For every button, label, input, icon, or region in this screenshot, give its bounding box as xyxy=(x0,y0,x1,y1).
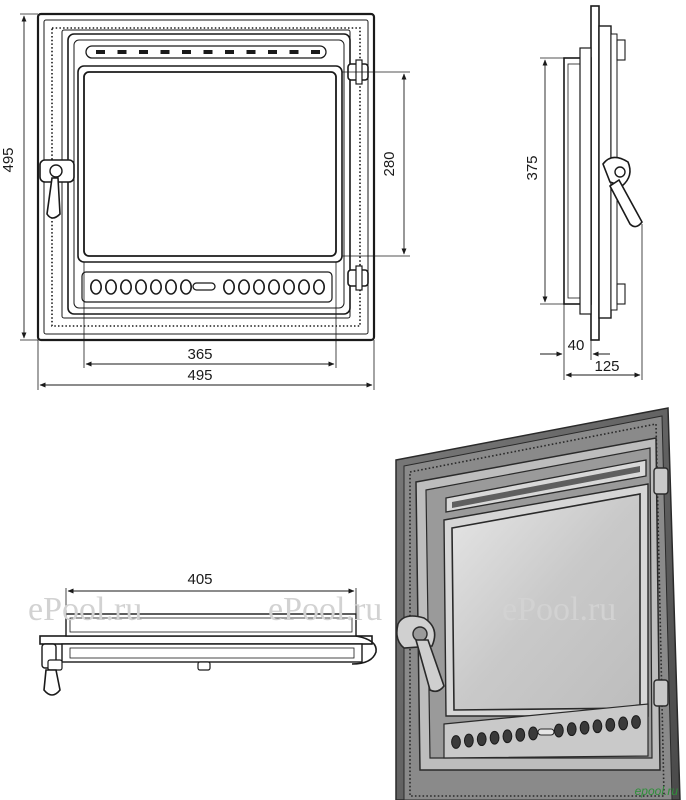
vent-oval xyxy=(297,279,310,295)
vent-slot xyxy=(203,50,213,54)
vent-slot xyxy=(225,50,234,54)
glass-width-label: 365 xyxy=(187,346,212,363)
render-vent-oval xyxy=(566,722,577,737)
render-top-hinge xyxy=(653,467,669,495)
render-handle xyxy=(396,615,445,693)
side-total-depth-label: 125 xyxy=(594,358,619,375)
render-vent-oval xyxy=(618,716,629,731)
perspective-render xyxy=(395,407,681,800)
render-vent-oval xyxy=(515,727,526,742)
render-vent-oval xyxy=(592,719,603,734)
render-vent-oval xyxy=(476,732,487,747)
watermark-1: ePool.ru xyxy=(28,591,142,628)
vent-oval xyxy=(223,279,236,295)
render-vent-oval xyxy=(502,729,513,744)
vent-slot xyxy=(289,50,299,54)
top-width-label: 405 xyxy=(187,571,212,588)
top-handle xyxy=(41,643,63,696)
vent-slot xyxy=(96,50,105,54)
render-bottom-hinge xyxy=(653,679,669,707)
front-view: 495 280 365 495 xyxy=(0,12,410,390)
render-vent-oval xyxy=(605,717,616,732)
render-vent-oval xyxy=(528,726,539,741)
vent-oval xyxy=(282,279,295,295)
top-vent-slots xyxy=(96,50,320,54)
vent-oval xyxy=(267,279,280,295)
vent-slot xyxy=(268,50,277,54)
render-vent-oval xyxy=(553,723,564,738)
front-height-label: 495 xyxy=(0,147,17,172)
render-vent-ovals xyxy=(451,715,641,749)
render-vent-oval xyxy=(451,735,461,749)
render-vent-oval xyxy=(463,733,474,748)
vent-slot xyxy=(139,50,148,54)
bottom-vent-ovals xyxy=(90,279,325,295)
front-width-label: 495 xyxy=(187,367,212,384)
vent-oval xyxy=(253,279,266,295)
vent-slot xyxy=(311,50,320,54)
render-vent-oval xyxy=(631,715,641,729)
vent-oval xyxy=(120,279,133,295)
glass-height-label: 280 xyxy=(381,151,398,176)
watermark-2: ePool.ru xyxy=(268,591,382,628)
vent-oval xyxy=(180,279,193,295)
vent-slot xyxy=(160,50,170,54)
front-glass xyxy=(83,71,337,257)
vent-oval xyxy=(105,279,118,295)
render-vent-slider xyxy=(537,728,555,736)
render-vent-oval xyxy=(489,730,500,745)
side-view: 375 40 125 xyxy=(524,5,643,380)
top-view: 405 xyxy=(39,571,377,696)
site-logo: epool.ru xyxy=(635,784,679,798)
side-handle xyxy=(602,156,643,228)
render-vent-oval xyxy=(579,720,590,735)
render-dotted-border xyxy=(409,423,665,797)
vent-oval xyxy=(135,279,148,295)
vent-oval xyxy=(312,279,325,295)
vent-oval xyxy=(238,279,251,295)
vent-oval xyxy=(90,279,103,295)
vent-slot xyxy=(182,50,191,54)
vent-oval xyxy=(150,279,163,295)
vent-slot xyxy=(117,50,127,54)
side-depth-label: 40 xyxy=(568,337,585,354)
front-handle xyxy=(39,159,75,219)
side-height-label: 375 xyxy=(524,155,541,180)
watermark-3: ePool.ru xyxy=(502,591,616,628)
bottom-vent-slider xyxy=(192,282,216,291)
vent-oval xyxy=(165,279,178,295)
vent-slot xyxy=(246,50,256,54)
